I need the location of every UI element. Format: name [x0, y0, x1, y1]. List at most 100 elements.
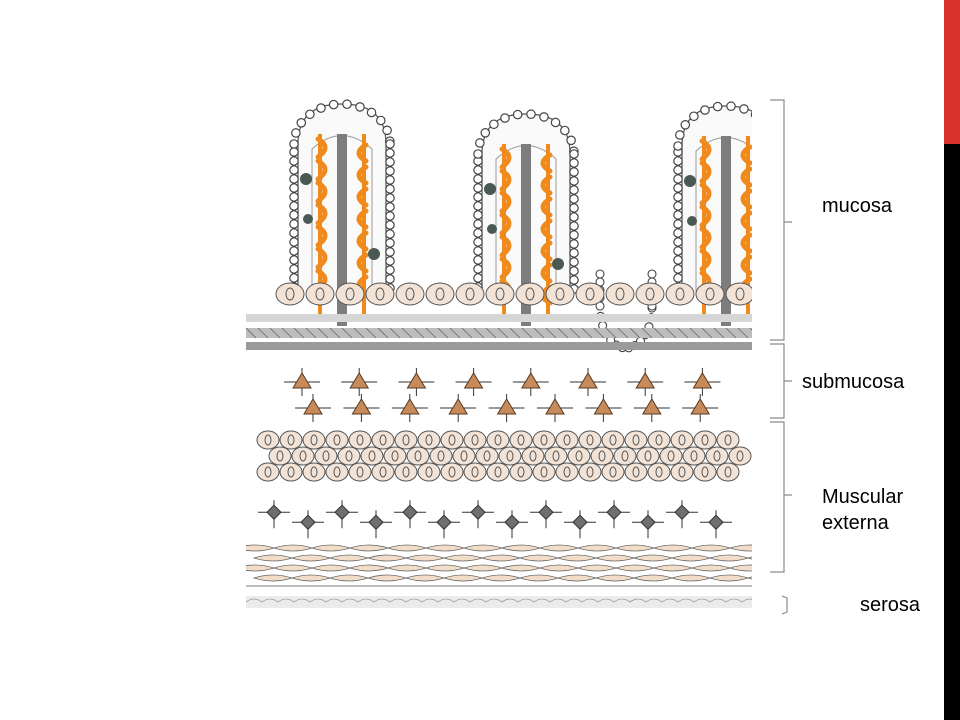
nucleus — [315, 287, 325, 301]
muscle-cell — [716, 462, 740, 482]
lamina-propria-cell — [425, 282, 455, 306]
mucosa-fibre — [365, 327, 377, 339]
muscle-cell — [578, 430, 602, 450]
serosa-bracket — [781, 595, 788, 615]
nucleus — [310, 466, 318, 478]
brush-border-cell — [385, 184, 395, 194]
brush-border-cell — [473, 192, 483, 202]
muscle-cell — [659, 446, 683, 466]
ganglion-cell — [520, 372, 541, 389]
nucleus — [405, 287, 415, 301]
brush-border-cell — [342, 99, 352, 110]
serosa-fibre — [645, 598, 663, 603]
muscle-cell — [348, 430, 372, 450]
serosa-fibre — [341, 598, 359, 603]
muscle-cell — [647, 430, 671, 450]
brush-border-cell — [289, 219, 299, 229]
muscle-cell — [624, 462, 648, 482]
nucleus — [563, 434, 571, 446]
nucleus — [621, 450, 629, 462]
brush-border-cell — [539, 112, 549, 122]
layer-label-serosa: serosa — [860, 594, 921, 616]
muscle-cell — [682, 446, 706, 466]
brush-border-cell — [526, 109, 536, 120]
nucleus — [724, 434, 732, 446]
brush-border-cell — [739, 104, 749, 114]
nucleus — [563, 466, 571, 478]
ganglion-cell — [578, 372, 598, 389]
muscle-cell — [371, 462, 395, 482]
mucosa-fibre — [557, 327, 569, 339]
brush-border-cell — [289, 210, 299, 220]
muscle-cell — [509, 430, 533, 450]
mucosa-fibre — [425, 327, 437, 339]
muscle-cell — [291, 446, 315, 466]
goblet-cell — [684, 175, 696, 187]
muscle-cell — [636, 446, 660, 466]
serosa-fibre — [629, 598, 647, 603]
nucleus — [678, 434, 686, 446]
serosa-fibre — [261, 598, 279, 603]
nucleus — [632, 466, 640, 478]
ganglion-cell — [300, 514, 316, 530]
brush-border-cell — [569, 194, 579, 204]
muscle-cell — [532, 462, 556, 482]
muscle-cell — [555, 462, 579, 482]
mucosa-fibre — [521, 327, 533, 339]
brush-border-cell — [569, 158, 579, 168]
brush-border-cell — [385, 211, 395, 221]
mucosa-fibre — [293, 327, 305, 339]
nucleus — [540, 434, 548, 446]
mucosa-fibre — [473, 327, 485, 339]
brush-border-cell — [473, 219, 483, 229]
goblet-cell — [484, 183, 496, 195]
brush-border-cell — [385, 193, 395, 203]
serosa-fibre — [565, 598, 583, 603]
brush-border-cell — [316, 103, 326, 113]
goblet-cell — [487, 224, 497, 234]
ganglion-cell — [538, 504, 554, 520]
slide-side-bar — [944, 0, 960, 720]
brush-border-cell — [473, 210, 483, 220]
serosa-fibre — [373, 598, 391, 603]
mucosa-fibre — [509, 327, 521, 339]
muscle-cell — [716, 430, 740, 450]
serosa-fibre — [613, 598, 631, 603]
brush-border-cell — [700, 105, 710, 115]
nucleus — [437, 450, 445, 462]
mucosa-fibre — [497, 327, 509, 339]
brush-border-cell — [289, 183, 299, 193]
serosa-fibre — [597, 598, 615, 603]
lamina-propria-cell — [605, 282, 635, 306]
brush-border-cell — [569, 221, 579, 231]
serosa-fibre — [709, 598, 727, 603]
nucleus — [333, 434, 341, 446]
brush-border-cell — [673, 192, 683, 202]
brush-border-cell — [673, 219, 683, 229]
nucleus — [345, 287, 355, 301]
brush-border-cell — [569, 212, 579, 222]
muscle-cell — [325, 430, 349, 450]
muscle-cell — [268, 446, 292, 466]
nucleus — [525, 287, 535, 301]
nucleus — [678, 466, 686, 478]
nucleus — [322, 450, 330, 462]
muscle-cell — [371, 430, 395, 450]
nucleus — [736, 450, 744, 462]
muscle-cell — [383, 446, 407, 466]
lamina-propria-cell — [365, 282, 395, 306]
layer-label-submucosa: submucosa — [802, 371, 905, 393]
muscle-cell — [728, 446, 752, 466]
brush-border-cell — [673, 210, 683, 220]
nucleus — [644, 450, 652, 462]
ganglion-cell — [593, 398, 614, 415]
lamina-propria-cell — [575, 282, 605, 306]
serosa-fibre — [405, 598, 423, 603]
lamina-propria-cell — [305, 282, 335, 306]
mucosa-fibre — [353, 327, 365, 339]
muscle-cell — [693, 462, 717, 482]
serosa-band — [246, 596, 752, 608]
nucleus — [555, 287, 565, 301]
muscle-cell — [670, 462, 694, 482]
brush-border-cell — [355, 102, 365, 112]
